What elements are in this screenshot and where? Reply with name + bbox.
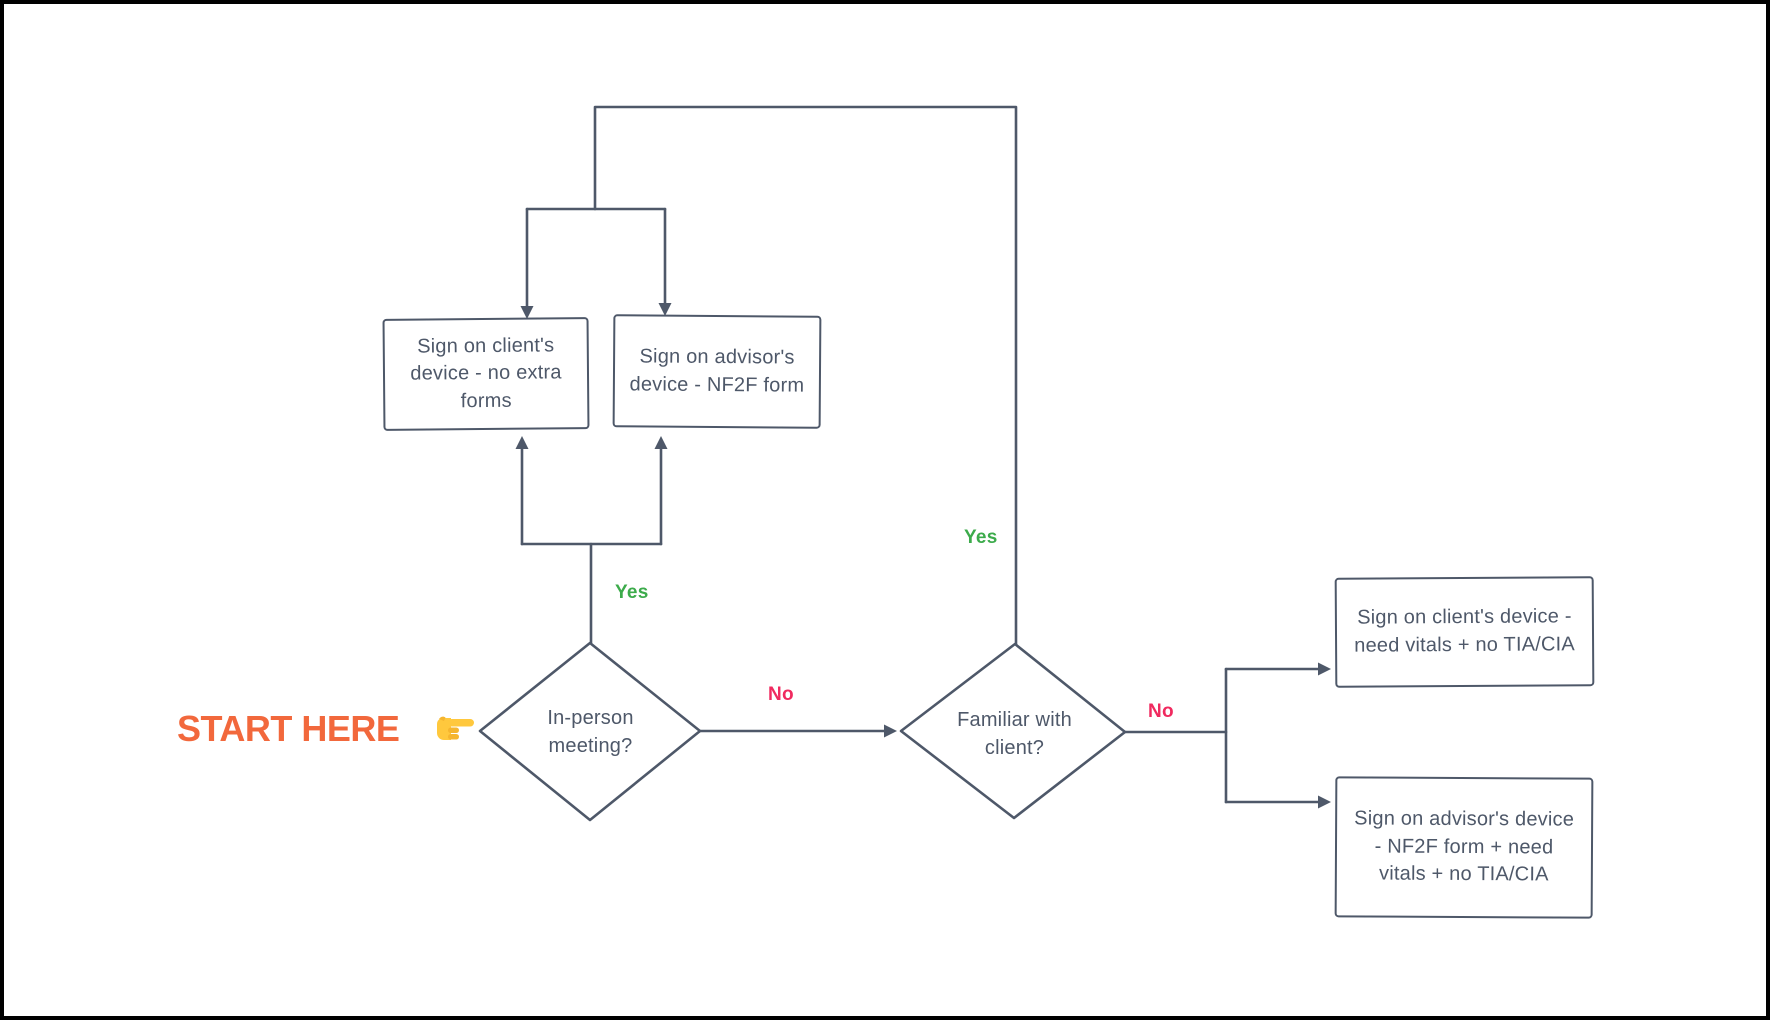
process-node-sign-advisor-nf2f-vitals: Sign on advisor's device - NF2F form + n…	[1334, 776, 1594, 919]
edge-label-no-familiar: No	[1148, 701, 1174, 722]
pointing-right-hand-icon	[431, 712, 477, 746]
edge-label-yes-familiar: Yes	[964, 527, 998, 548]
arrowhead-into-box2-bottom	[654, 436, 668, 449]
process-node-label: Sign on client's device - need vitals + …	[1354, 605, 1575, 657]
process-node-label: Sign on advisor's device - NF2F form	[629, 345, 805, 397]
process-node-sign-client-vitals: Sign on client's device - need vitals + …	[1334, 576, 1595, 688]
edge-familiar-yes-path	[593, 105, 1018, 648]
arrowhead-into-box2-top	[658, 303, 672, 316]
decision-node-familiar	[899, 642, 1127, 820]
decision-node-in-person	[478, 641, 702, 822]
arrowhead-into-diamond2	[884, 724, 897, 738]
start-here-marker: START HERE	[177, 708, 477, 750]
start-here-label: START HERE	[177, 708, 400, 749]
arrowhead-into-box4	[1318, 795, 1331, 809]
edge-label-yes-inperson: Yes	[615, 582, 649, 603]
process-node-label: Sign on client's device - no extra forms	[410, 334, 562, 413]
decision-node-in-person-label: In-person meeting?	[547, 707, 634, 757]
arrowhead-into-box1-top	[520, 306, 534, 319]
process-node-sign-advisor-nf2f: Sign on advisor's device - NF2F form	[612, 314, 822, 429]
process-node-sign-client-no-extra: Sign on client's device - no extra forms	[382, 317, 590, 431]
edge-label-no-inperson: No	[768, 684, 794, 705]
decision-node-familiar-label: Familiar with client?	[957, 709, 1072, 759]
process-node-label: Sign on advisor's device - NF2F form + n…	[1354, 807, 1575, 886]
arrowhead-into-box3	[1318, 662, 1331, 676]
arrowhead-into-box1-bottom	[515, 436, 529, 449]
